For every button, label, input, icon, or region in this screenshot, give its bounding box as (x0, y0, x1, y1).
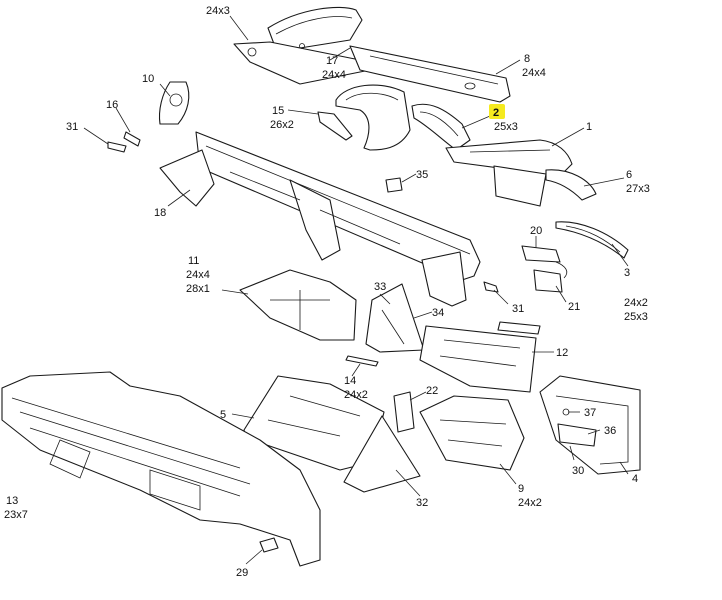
callout-34-num: 34 (432, 307, 444, 319)
callout-33-num: 33 (374, 281, 386, 293)
vent-panel-part-1 (445, 139, 597, 207)
insulation-sheet-part-32 (343, 415, 421, 493)
callout-10-num: 10 (142, 73, 154, 85)
door-frame-part-4 (539, 375, 641, 475)
callout-11-qty1: 24x4 (186, 269, 210, 281)
callout-top-qty: 24x3 (206, 5, 230, 17)
clip-parts-16-31 (107, 131, 499, 293)
side-panel-part-33 (365, 283, 425, 353)
glovebox-frame-part-12 (419, 321, 541, 393)
callout-1-num: 1 (586, 121, 592, 133)
callout-31a-num: 31 (66, 121, 78, 133)
callout-5-num: 5 (220, 409, 226, 421)
callout-17-qty: 24x4 (322, 69, 346, 81)
callout-18-num: 18 (154, 207, 166, 219)
callout-14-num: 14 (344, 375, 356, 387)
trim-strip-part-3 (555, 221, 629, 259)
switch-module-parts-20-21 (521, 245, 568, 293)
callout-17-num: 17 (326, 55, 338, 67)
callout-35-num: 35 (416, 169, 428, 181)
callout-30-num: 30 (572, 465, 584, 477)
callout-22-num: 22 (426, 385, 438, 397)
callout-20-num: 20 (530, 225, 542, 237)
rod-part-14 (345, 355, 379, 367)
highlight-marker-part-2 (489, 104, 505, 119)
callout-6-num: 6 (626, 169, 632, 181)
callout-2-qty: 25x3 (494, 121, 518, 133)
instrument-panel-carrier-part-13 (1, 371, 321, 567)
callout-8-num: 8 (524, 53, 530, 65)
callout-9-qty: 24x2 (518, 497, 542, 509)
bracket-part-35 (385, 177, 403, 193)
callout-4-num: 4 (632, 473, 638, 485)
callout-8-qty: 24x4 (522, 67, 546, 79)
callout-2-num: 2 (493, 107, 499, 119)
callout-29-num: 29 (236, 567, 248, 579)
callout-36-num: 36 (604, 425, 616, 437)
bracket-part-22 (393, 391, 415, 433)
callout-13-num: 13 (6, 495, 18, 507)
callout-3-num: 3 (624, 267, 630, 279)
callout-37-num: 37 (584, 407, 596, 419)
callout-31b-num: 31 (512, 303, 524, 315)
callout-15-qty: 26x2 (270, 119, 294, 131)
callout-21-num: 21 (568, 301, 580, 313)
cluster-hood-part-15 (317, 84, 411, 151)
cap-part-29 (259, 537, 279, 553)
callout-11-num: 11 (188, 255, 199, 267)
callout-9-num: 9 (518, 483, 524, 495)
callout-14-qty: 24x2 (344, 389, 368, 401)
upper-dash-cover-part (233, 6, 381, 85)
callout-13-qty: 23x7 (4, 509, 28, 521)
callout-12-num: 12 (556, 347, 568, 359)
cross-car-beam-part-18 (159, 131, 481, 307)
glovebox-door-part-9 (419, 395, 525, 471)
callout-16-num: 16 (106, 99, 118, 111)
callout-32-num: 32 (416, 497, 428, 509)
callout-15-num: 15 (272, 105, 284, 117)
top-panel-part-8 (349, 45, 511, 103)
callout-3-qty1: 24x2 (624, 297, 648, 309)
callout-6-qty: 27x3 (626, 183, 650, 195)
callout-3-qty2: 25x3 (624, 311, 648, 323)
vent-bezel-part-2 (411, 103, 471, 151)
leader-lines (83, 15, 629, 565)
callout-11-qty2: 28x1 (186, 283, 210, 295)
knee-panel-part-11 (239, 269, 357, 341)
